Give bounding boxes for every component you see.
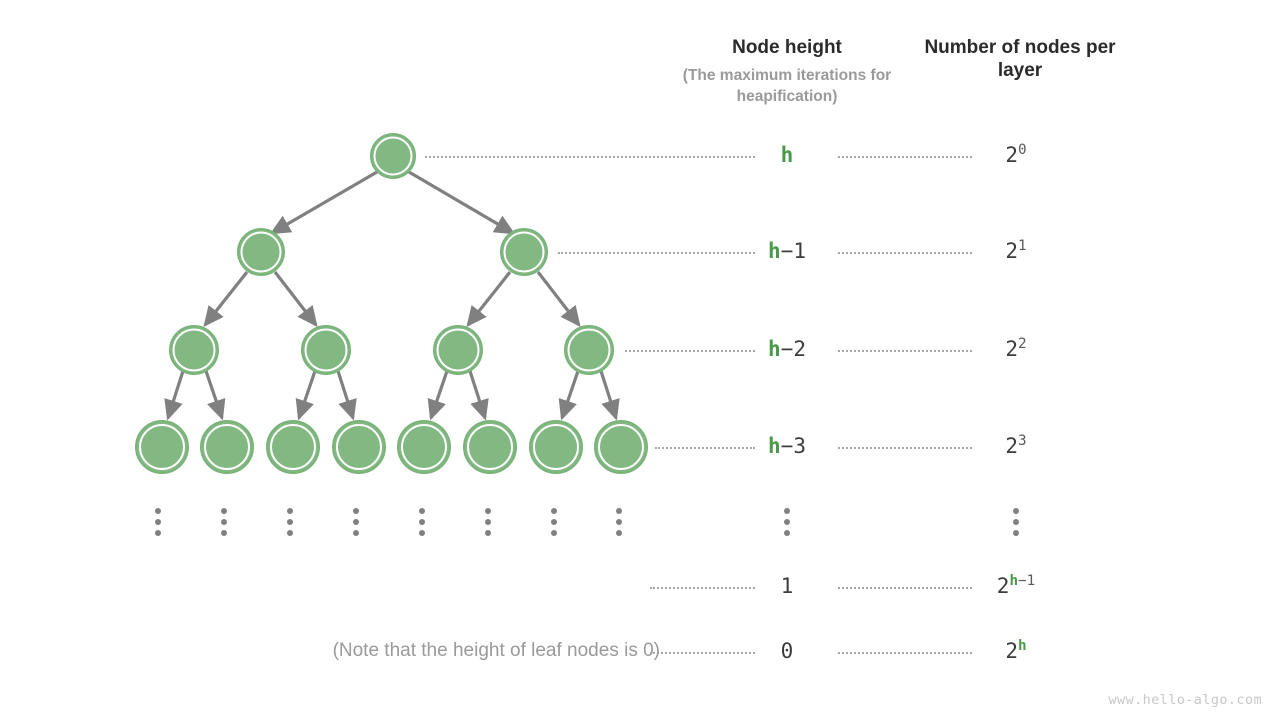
nodes-per-layer-value-row-0: 20: [956, 143, 1076, 167]
nodes-per-layer-value-row-2: 22: [956, 337, 1076, 361]
node-height-offset-row-2: −2: [780, 337, 806, 361]
leader-line-right-row-5: [838, 587, 972, 591]
leader-line-left-row-5: [650, 587, 755, 591]
nodes-per-layer-value-row-1: 21: [956, 239, 1076, 263]
tree-node: [266, 420, 320, 474]
tree-node: [301, 325, 351, 375]
leader-line-right-row-0: [838, 156, 972, 160]
ellipsis-node-height-column: [784, 508, 790, 536]
tree-node: [370, 133, 416, 179]
nodes-per-layer-value-row-3: 23: [956, 434, 1076, 458]
node-height-offset-row-1: −1: [780, 239, 806, 263]
nodes-per-layer-base-row-6: 2: [1005, 639, 1019, 663]
node-height-h-row-3: h: [768, 434, 781, 458]
node-height-value-row-2: h−2: [727, 337, 847, 361]
tree-nodes: [135, 133, 648, 474]
node-height-offset-row-5: 1: [780, 574, 794, 598]
ellipsis-tree-col-4: [353, 508, 359, 536]
leader-line-left-row-0: [425, 156, 755, 160]
node-height-h-row-1: h: [768, 239, 781, 263]
leader-line-left-row-1: [558, 252, 755, 256]
node-height-value-row-3: h−3: [727, 434, 847, 458]
column-header-nodes-per-layer-title: Number of nodes per layer: [924, 37, 1116, 82]
ellipsis-tree-col-7: [551, 508, 557, 536]
leader-line-right-row-1: [838, 252, 972, 256]
ellipsis-tree-col-3: [287, 508, 293, 536]
tree-node: [397, 420, 451, 474]
nodes-per-layer-base-row-1: 2: [1005, 239, 1019, 263]
leader-line-left-row-6: [650, 652, 755, 656]
ellipsis-nodes-per-layer-column: [1013, 508, 1019, 536]
tree-node: [332, 420, 386, 474]
ellipsis-tree-col-8: [616, 508, 622, 536]
nodes-per-layer-value-row-5: 2h−1: [956, 574, 1076, 598]
ellipsis-tree-col-6: [485, 508, 491, 536]
nodes-per-layer-exp-h-row-5: h: [1009, 573, 1019, 589]
tree-node: [200, 420, 254, 474]
nodes-per-layer-exp-h-row-6: h: [1018, 638, 1027, 654]
column-header-node-height-subtitle: (The maximum iterations for heapificatio…: [682, 67, 892, 106]
node-height-value-row-0: h: [727, 143, 847, 167]
leader-line-right-row-2: [838, 350, 972, 354]
node-height-h-row-2: h: [768, 337, 781, 361]
tree-node: [594, 420, 648, 474]
column-header-nodes-per-layer: Number of nodes per layer: [900, 36, 1140, 82]
tree-node: [463, 420, 517, 474]
leader-line-right-row-6: [838, 652, 972, 656]
nodes-per-layer-base-row-2: 2: [1005, 337, 1019, 361]
nodes-per-layer-base-row-0: 2: [1005, 143, 1019, 167]
ellipsis-tree-col-5: [419, 508, 425, 536]
node-height-value-row-5: 1: [727, 574, 847, 598]
node-height-offset-row-6: 0: [780, 639, 794, 663]
tree-node: [169, 325, 219, 375]
leader-line-left-row-3: [655, 447, 755, 451]
nodes-per-layer-base-row-5: 2: [996, 574, 1010, 598]
nodes-per-layer-exp-rest-row-2: 2: [1018, 336, 1027, 352]
tree-node: [433, 325, 483, 375]
nodes-per-layer-exp-rest-row-0: 0: [1018, 142, 1027, 158]
nodes-per-layer-exp-rest-row-3: 3: [1018, 433, 1027, 449]
ellipsis-tree-col-1: [155, 508, 161, 536]
tree-node: [135, 420, 189, 474]
leader-line-right-row-3: [838, 447, 972, 451]
leader-line-left-row-2: [625, 350, 755, 354]
tree-node: [500, 228, 548, 276]
node-height-h-row-0: h: [780, 143, 794, 167]
tree-node: [529, 420, 583, 474]
nodes-per-layer-exp-rest-row-5: −1: [1018, 573, 1036, 589]
nodes-per-layer-base-row-3: 2: [1005, 434, 1019, 458]
node-height-value-row-1: h−1: [727, 239, 847, 263]
watermark: www.hello-algo.com: [1108, 692, 1262, 708]
nodes-per-layer-value-row-6: 2h: [956, 639, 1076, 663]
node-height-offset-row-3: −3: [780, 434, 806, 458]
nodes-per-layer-exp-rest-row-1: 1: [1018, 238, 1027, 254]
column-header-node-height: Node height (The maximum iterations for …: [657, 36, 917, 108]
tree-node: [237, 228, 285, 276]
ellipsis-tree-col-2: [221, 508, 227, 536]
node-height-value-row-6: 0: [727, 639, 847, 663]
tree-edges: [164, 170, 620, 421]
column-header-node-height-title: Node height: [732, 37, 842, 58]
tree-node: [564, 325, 614, 375]
leaf-height-note: (Note that the height of leaf nodes is 0…: [332, 640, 660, 661]
